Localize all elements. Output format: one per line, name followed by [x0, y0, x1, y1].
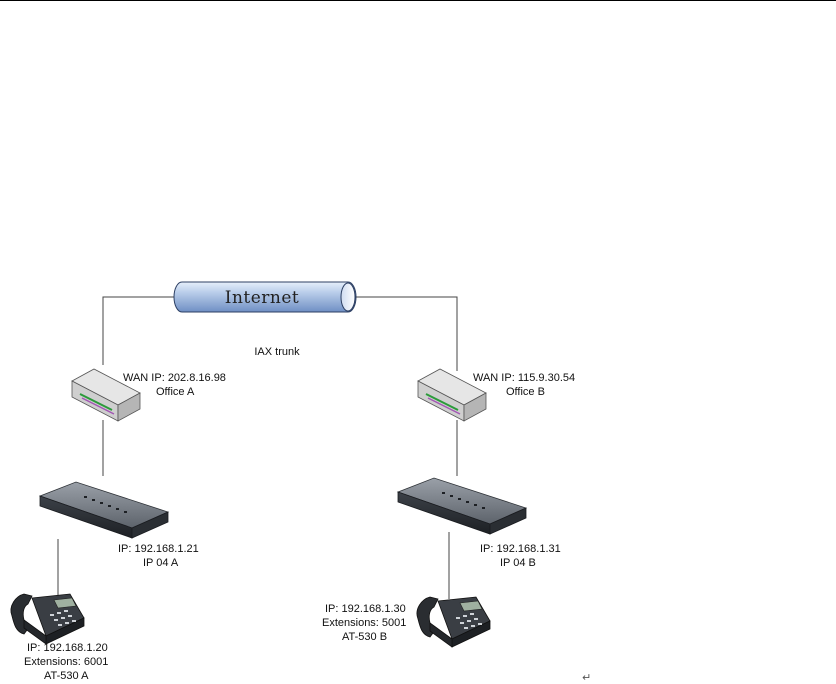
router-b-name: Office B [506, 386, 545, 398]
ip-phone-b-icon [417, 597, 490, 647]
gateway-office-a-icon [40, 482, 168, 538]
router-a-name: Office A [156, 386, 195, 398]
gateway-b-name: IP 04 B [500, 557, 536, 569]
phone-b-extensions: Extensions: 5001 [322, 617, 406, 629]
paragraph-mark: ↵ [582, 671, 591, 684]
ip-phone-a-icon [11, 594, 84, 644]
phone-b-name: AT-530 B [342, 631, 387, 643]
phone-a-ip: IP: 192.168.1.20 [27, 642, 108, 654]
phone-a-name: AT-530 A [44, 670, 89, 682]
link-office-a-to-internet [103, 297, 176, 365]
internet-cloud: Internet [174, 282, 356, 312]
gateway-office-b-icon [398, 478, 526, 534]
router-a-wan-ip: WAN IP: 202.8.16.98 [123, 372, 226, 384]
phone-a-extensions: Extensions: 6001 [24, 656, 108, 668]
gateway-a-name: IP 04 A [143, 557, 179, 569]
router-b-wan-ip: WAN IP: 115.9.30.54 [473, 372, 575, 384]
iax-trunk-label: IAX trunk [254, 346, 300, 358]
phone-b-ip: IP: 192.168.1.30 [325, 603, 406, 615]
link-internet-to-office-b [352, 297, 457, 371]
gateway-b-ip: IP: 192.168.1.31 [480, 543, 561, 555]
gateway-a-ip: IP: 192.168.1.21 [118, 543, 199, 555]
internet-label: Internet [225, 288, 300, 308]
